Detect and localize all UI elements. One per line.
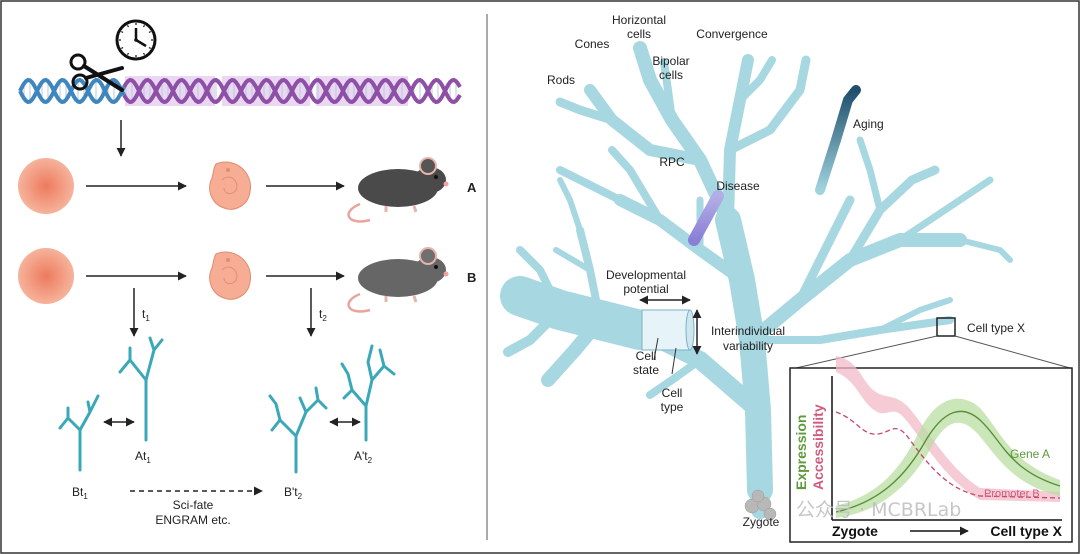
at1-label: At1 bbox=[135, 449, 151, 465]
label-horizontal-2: cells bbox=[627, 27, 651, 41]
clock-tick bbox=[126, 24, 130, 28]
inset-x-end: Cell type X bbox=[990, 523, 1062, 539]
embryo-a-icon bbox=[209, 161, 252, 210]
apt2-label: A't2 bbox=[354, 449, 373, 465]
label-rpc: RPC bbox=[659, 155, 685, 169]
mouse-a-icon bbox=[347, 157, 449, 223]
label-disease: Disease bbox=[716, 179, 760, 193]
retina-lineage-tree bbox=[500, 41, 1013, 519]
promoter-b-band bbox=[836, 356, 1060, 502]
label-interindividual-2: variability bbox=[723, 339, 773, 353]
callout-line-right bbox=[954, 335, 1071, 369]
row-a-label: A bbox=[467, 180, 477, 195]
inset-y-label-expression: Expression bbox=[793, 415, 809, 490]
clock-tick bbox=[142, 24, 146, 28]
zygote-cluster-icon bbox=[744, 489, 777, 521]
label-cell-type-1: Cell bbox=[662, 386, 683, 400]
label-cell-type-2: type bbox=[661, 400, 684, 414]
right-panel: Horizontal cells Cones Convergence Bipol… bbox=[500, 13, 1073, 543]
clock-tick bbox=[148, 46, 152, 50]
method-line-2: ENGRAM etc. bbox=[155, 513, 230, 527]
method-line-1: Sci-fate bbox=[173, 498, 214, 512]
inset-y-label-accessibility: Accessibility bbox=[810, 404, 826, 490]
inset-promoter-b-label: Promoter B bbox=[984, 488, 1040, 500]
lineage-tree-at1 bbox=[118, 336, 164, 442]
label-dev-potential-2: potential bbox=[623, 282, 668, 296]
cell-type-x-box bbox=[936, 317, 956, 337]
label-convergence: Convergence bbox=[696, 27, 768, 41]
label-interindividual-1: Interindividual bbox=[711, 324, 785, 338]
label-aging: Aging bbox=[853, 117, 884, 131]
label-bipolar-2: cells bbox=[659, 68, 683, 82]
row-b-label: B bbox=[467, 270, 476, 285]
clock-tick bbox=[120, 30, 124, 34]
clock-tick bbox=[126, 52, 130, 56]
inset-x-start: Zygote bbox=[832, 523, 878, 539]
disease-branch bbox=[688, 190, 724, 246]
label-zygote: Zygote bbox=[743, 515, 780, 529]
label-bipolar-1: Bipolar bbox=[652, 54, 689, 68]
lineage-tree-bt1 bbox=[58, 394, 100, 472]
cell-state-type-marker bbox=[641, 309, 695, 375]
zygote-b-icon bbox=[18, 248, 74, 304]
label-horizontal-1: Horizontal bbox=[612, 13, 666, 27]
embryo-b-icon bbox=[209, 251, 252, 300]
clock-tick bbox=[120, 46, 124, 50]
aging-branch bbox=[815, 85, 861, 195]
gene-a-line bbox=[835, 410, 1061, 513]
mouse-b-icon bbox=[347, 247, 449, 313]
clock-tick bbox=[142, 52, 146, 56]
zygote-a-icon bbox=[18, 158, 74, 214]
bpt2-label: B't2 bbox=[284, 485, 303, 501]
clock-tick bbox=[148, 30, 152, 34]
label-cell-state-2: state bbox=[633, 363, 659, 377]
scissors-icon bbox=[69, 53, 124, 92]
dna-helix bbox=[18, 76, 462, 106]
row-b bbox=[18, 247, 449, 313]
row-a bbox=[18, 157, 449, 223]
label-dev-potential-1: Developmental bbox=[606, 268, 686, 282]
lineage-tree-apt2 bbox=[340, 344, 396, 442]
label-cones: Cones bbox=[575, 37, 610, 51]
lineage-tree-bpt2 bbox=[268, 386, 328, 474]
t2-label: t2 bbox=[319, 307, 327, 323]
clock-icon bbox=[115, 19, 157, 61]
gene-a-band bbox=[836, 398, 1060, 518]
t1-label: t1 bbox=[142, 307, 150, 323]
inset-plot: Gene A Promoter B Expression Accessibili… bbox=[789, 356, 1073, 543]
promoter-b-line bbox=[835, 411, 1061, 499]
label-cell-type-x: Cell type X bbox=[967, 321, 1025, 335]
inset-gene-a-label: Gene A bbox=[1010, 447, 1050, 461]
watermark-text: 公众号 · MCBRLab bbox=[796, 499, 961, 521]
bt1-label: Bt1 bbox=[72, 485, 88, 501]
callout-line-left bbox=[795, 335, 938, 369]
left-panel: A B t1 t2 bbox=[18, 19, 477, 527]
label-cell-state-1: Cell bbox=[636, 349, 657, 363]
label-rods: Rods bbox=[547, 73, 575, 87]
